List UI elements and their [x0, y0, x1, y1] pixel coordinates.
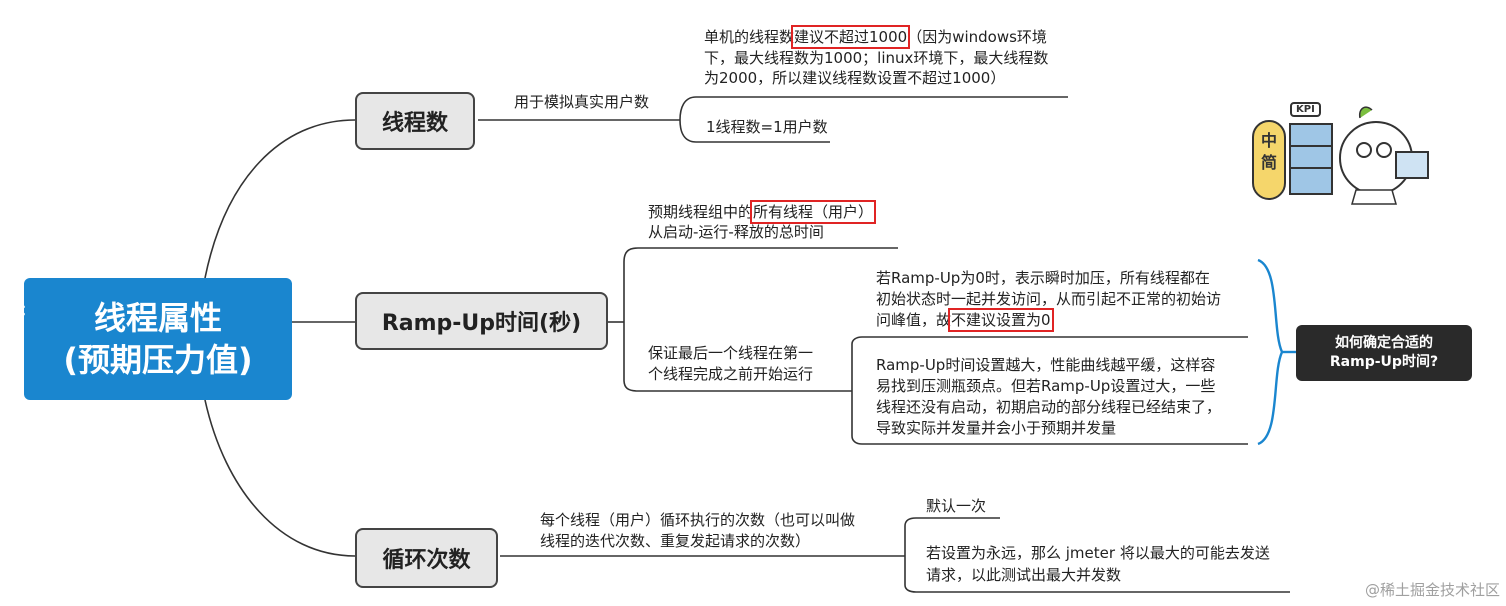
threads-note-line2: 下，最大线程数为1000；linux环境下，最大线程数 — [704, 49, 1049, 67]
rampup-def-line1: 预期线程组中的所有线程（用户） — [648, 200, 877, 224]
highlight-box: 所有线程（用户） — [750, 200, 877, 224]
rampup-def-line2: 从启动-运行-释放的总时间 — [648, 223, 824, 241]
rampup-large-line2: 易找到压测瓶颈点。但若Ramp-Up设置过大，一些 — [876, 377, 1216, 395]
kpi-sticker-illustration — [1289, 106, 1429, 205]
root-subtitle: (预期压力值) — [63, 341, 253, 379]
highlight-box: 不建议设置为0 — [948, 308, 1054, 332]
loops-forever-line2: 请求，以此测试出最大并发数 — [926, 566, 1122, 584]
rampup-case0-line3: 问峰值，故不建议设置为0 — [876, 308, 1054, 332]
watermark: @稀土掘金技术社区 — [1364, 581, 1500, 599]
kpi-badge: KPI — [1290, 102, 1321, 117]
sticker-pill: 中简 — [1252, 120, 1286, 200]
rampup-guarantee-line1: 保证最后一个线程在第一 — [648, 344, 814, 362]
threads-desc: 用于模拟真实用户数 — [514, 93, 650, 111]
rampup-large-line3: 线程还没有启动，初期启动的部分线程已经结束了， — [876, 398, 1222, 416]
threads-note-line3: 为2000，所以建议线程数设置不超过1000） — [704, 69, 1006, 87]
threads-note-line1: 单机的线程数建议不超过1000（因为windows环境 — [704, 25, 1047, 49]
loops-desc-line1: 每个线程（用户）循环执行的次数（也可以叫做 — [540, 511, 856, 529]
loops-desc-line2: 线程的迭代次数、重复发起请求的次数） — [540, 532, 811, 550]
rampup-guarantee-line2: 个线程完成之前开始运行 — [648, 365, 814, 383]
rampup-callout[interactable]: 如何确定合适的 Ramp-Up时间? — [1296, 325, 1472, 381]
threads-note-2: 1线程数=1用户数 — [706, 118, 828, 136]
root-title: 线程属性 — [93, 299, 222, 337]
highlight-box: 建议不超过1000 — [791, 25, 911, 49]
loops-forever-line1: 若设置为永远，那么 jmeter 将以最大的可能去发送 — [926, 544, 1270, 562]
brace — [1257, 258, 1284, 446]
loops-default: 默认一次 — [926, 497, 987, 515]
rampup-case0-line2: 初始状态时一起并发访问，从而引起不正常的初始访 — [876, 290, 1222, 308]
rampup-case0-line1: 若Ramp-Up为0时，表示瞬时加压，所有线程都在 — [876, 269, 1210, 287]
rampup-large-line1: Ramp-Up时间设置越大，性能曲线越平缓，这样容 — [876, 356, 1216, 374]
rampup-large-line4: 导致实际并发量并会小于预期并发量 — [876, 419, 1117, 437]
topic-rampup[interactable]: Ramp-Up时间(秒) — [355, 292, 608, 350]
topic-loops[interactable]: 循环次数 — [355, 528, 498, 588]
topic-threads[interactable]: 线程数 — [355, 92, 475, 150]
collapse-caret-icon[interactable]: ‹ — [18, 298, 27, 323]
root-topic[interactable]: 线程属性 (预期压力值) — [24, 278, 292, 400]
